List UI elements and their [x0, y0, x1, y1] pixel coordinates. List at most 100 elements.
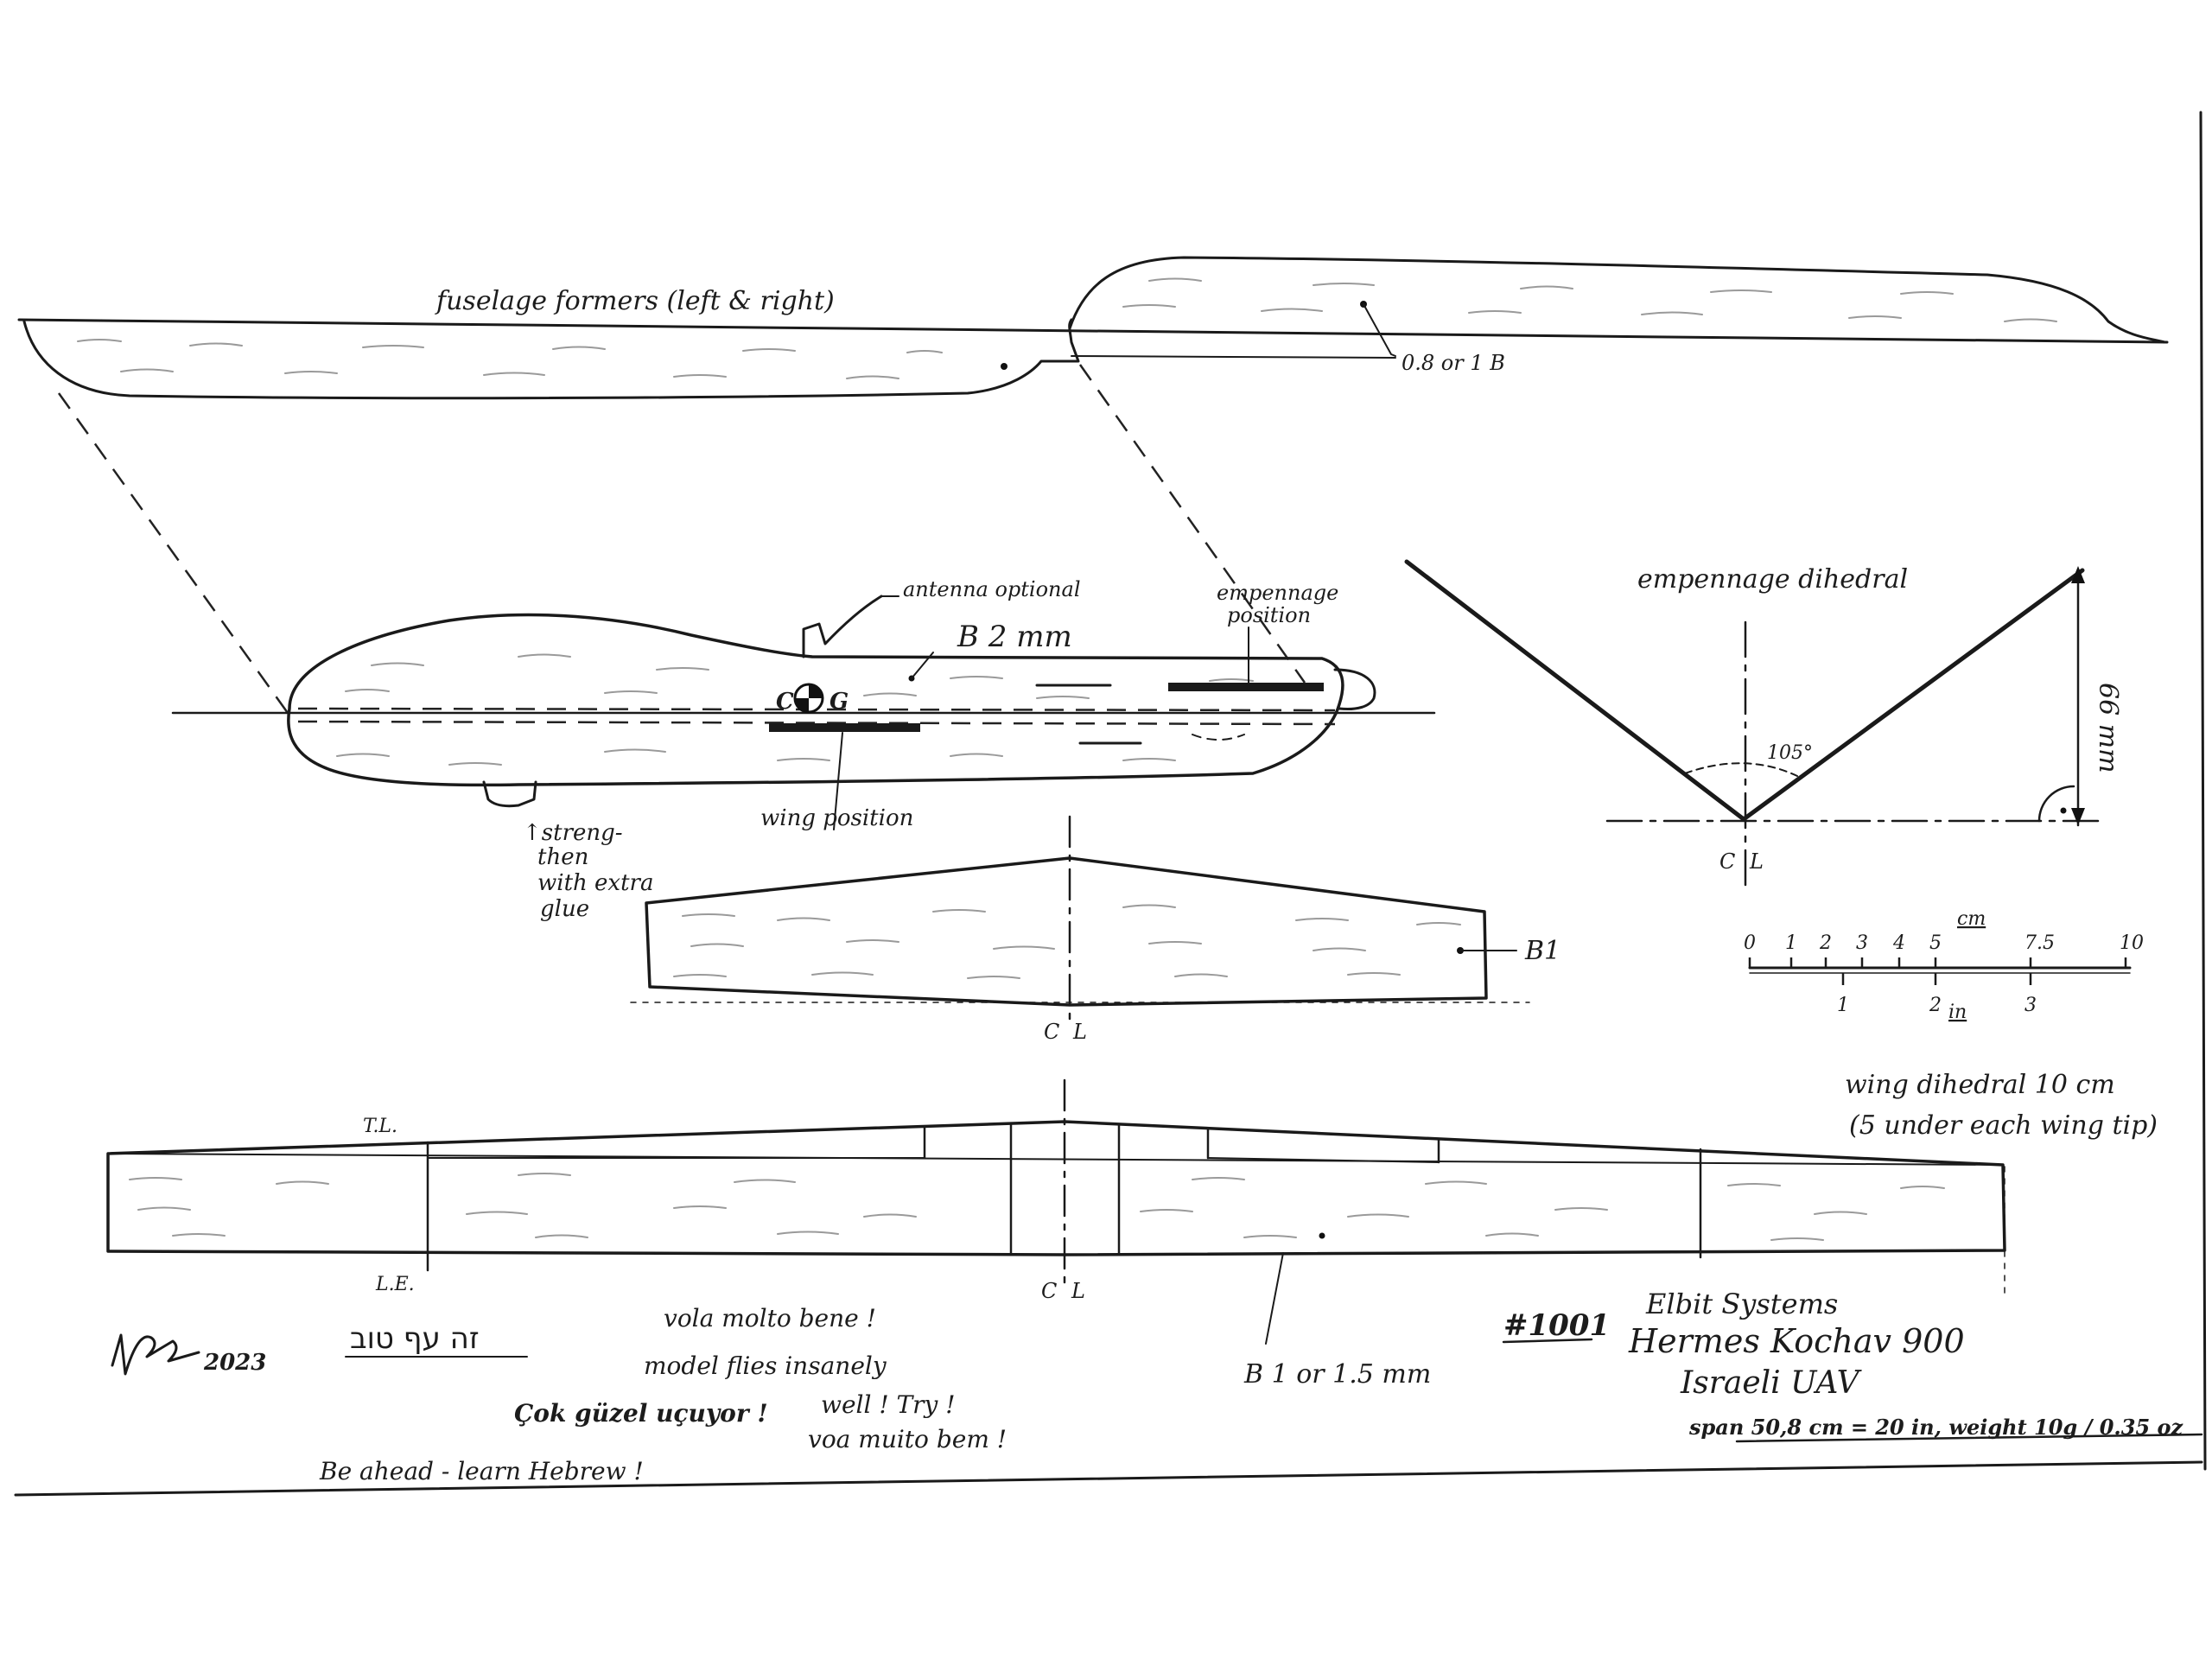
tail-outline — [645, 856, 1488, 1007]
tail-wood-grain — [673, 904, 1461, 979]
former-leader-left — [1071, 355, 1396, 359]
scale-cm-label-3: 3 — [1856, 932, 1868, 954]
empennage-left-fin — [1404, 559, 1746, 822]
height-label: 66 mm — [2093, 683, 2123, 773]
specs-label: span 50,8 cm = 20 in, weight 10g / 0.35 … — [1688, 1415, 2184, 1440]
former-material-label: 0.8 or 1 B — [1402, 351, 1505, 375]
strengthen-label-4: glue — [540, 896, 589, 922]
scale-cm-label-7: 10 — [2120, 932, 2144, 954]
fuselage-mark-3 — [1192, 734, 1245, 741]
plan-number-underline — [1502, 1338, 1593, 1344]
tail-cl-c: C — [1044, 1020, 1059, 1044]
turkish-note: Çok güzel uçuyor ! — [514, 1399, 768, 1428]
right-angle-arc — [2037, 785, 2075, 823]
scale-cm-label-1: 1 — [1785, 932, 1797, 954]
hebrew-learn-note: Be ahead - learn Hebrew ! — [319, 1457, 644, 1485]
wing-cl-l: L — [1071, 1279, 1085, 1303]
scale-in-unit: in — [1948, 1002, 1967, 1023]
tail-plan-view: B1 C L — [630, 815, 1560, 1044]
fuselage-material-label: B 2 mm — [957, 620, 1072, 654]
former-leader-right — [1363, 303, 1396, 357]
wing-position-bar — [769, 723, 920, 732]
fuselage-dashed-line-upper — [297, 707, 1336, 712]
title-underline — [1735, 1433, 2203, 1443]
projection-dash-left — [57, 392, 294, 720]
bottom-border-line — [14, 1460, 2203, 1497]
tail-cl-l: L — [1072, 1020, 1087, 1044]
portuguese-note: voa muito bem ! — [808, 1425, 1007, 1453]
former-dot-left — [1001, 363, 1007, 370]
empennage-dihedral-label: empennage dihedral — [1637, 564, 1908, 595]
wing-dihedral-label-1: wing dihedral 10 cm — [1845, 1070, 2115, 1100]
title-block: #1001 Elbit Systems Hermes Kochav 900 Is… — [1502, 1288, 2184, 1440]
wing-position-leader — [833, 732, 843, 830]
right-border-line — [2199, 111, 2207, 1471]
strengthen-label-3: with extra — [537, 870, 653, 896]
wing-position-label: wing position — [760, 805, 913, 831]
fuselage-material-leader — [911, 652, 934, 679]
former-left — [22, 318, 1080, 400]
strengthen-label-1: ↑streng- — [523, 820, 623, 846]
model-label: Hermes Kochav 900 — [1628, 1322, 1965, 1360]
right-angle-dot — [2060, 807, 2067, 814]
wing-plan-view: T.L. L.E. C L wing dihedral 10 cm (5 und… — [106, 1070, 2158, 1390]
fuselage-wood-grain — [336, 653, 1254, 766]
empennage-cl-c: C — [1719, 849, 1735, 874]
wing-wood-grain — [129, 1173, 1945, 1241]
fuselage-dashed-line-lower — [297, 720, 1336, 726]
cg-g-label: G — [830, 689, 849, 715]
tail-material-label: B1 — [1524, 936, 1560, 966]
scale-cm-label-2: 2 — [1819, 932, 1832, 954]
signature-year: 2023 — [203, 1350, 266, 1376]
wing-te-line — [107, 1153, 2004, 1166]
empennage-position-label-1: empennage — [1217, 581, 1338, 605]
scale-cm-label-5: 5 — [1929, 932, 1942, 954]
empennage-dihedral-view: empennage dihedral 105° 66 mm C L — [1404, 559, 2123, 892]
former-right — [1068, 256, 2166, 344]
italian-note: vola molto bene ! — [664, 1304, 876, 1332]
wing-te-label: T.L. — [363, 1116, 397, 1137]
former-baseline — [17, 318, 2169, 344]
antenna — [802, 595, 883, 658]
empennage-cl-l: L — [1749, 849, 1764, 874]
type-label: Israeli UAV — [1680, 1365, 1863, 1401]
angle-arc — [1684, 762, 1798, 777]
wing-material-label: B 1 or 1.5 mm — [1243, 1359, 1431, 1390]
fuselage-outline — [287, 613, 1344, 787]
scale-cm-label-6: 7.5 — [2024, 932, 2055, 954]
former-wood-grain — [77, 277, 2057, 379]
fuselage-belly-pod — [482, 780, 537, 808]
fuselage-nose-cap — [1333, 668, 1376, 710]
signature — [111, 1333, 200, 1376]
plan-number: #1001 — [1503, 1308, 1610, 1343]
antenna-label: antenna optional — [903, 577, 1081, 601]
empennage-position-bar — [1168, 683, 1324, 691]
fuselage-side-view: C G B 2 mm antenna optional empennage po… — [171, 577, 1436, 922]
wing-le-label: L.E. — [375, 1274, 415, 1295]
scale-cm-label-4: 4 — [1892, 932, 1905, 954]
wing-dihedral-label-2: (5 under each wing tip) — [1849, 1110, 2158, 1141]
projection-dash-right — [1078, 364, 1306, 684]
scale-in-label-0: 1 — [1837, 995, 1849, 1016]
wing-cl-c: C — [1041, 1279, 1057, 1303]
english-note-2: well ! Try ! — [821, 1390, 956, 1419]
wing-material-leader — [1265, 1252, 1284, 1345]
cg-marker-fill — [795, 684, 823, 712]
fuselage-formers-label: fuselage formers (left & right) — [435, 286, 835, 316]
notes: 2023 זה עף טוב vola molto bene ! model f… — [111, 1304, 1007, 1485]
cg-c-label: C — [776, 689, 794, 715]
strengthen-label-2: then — [537, 844, 588, 870]
wing-dot — [1319, 1232, 1325, 1239]
fuselage-formers: fuselage formers (left & right) 0.8 or 1… — [17, 256, 2169, 400]
wing-spar-right — [1207, 1157, 1440, 1163]
empennage-right-fin — [1741, 568, 2085, 822]
hebrew-note: זה עף טוב — [350, 1321, 480, 1356]
empennage-position-label-2: position — [1227, 603, 1311, 627]
scale-in-label-2: 3 — [2024, 995, 2037, 1016]
english-note-1: model flies insanely — [644, 1352, 887, 1380]
scale-cm-label-0: 0 — [1744, 932, 1756, 954]
